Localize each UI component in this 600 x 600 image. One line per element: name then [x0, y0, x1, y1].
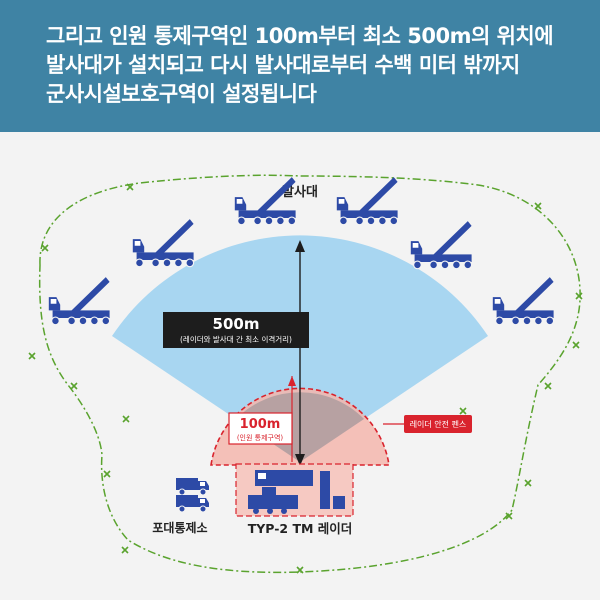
radar-label: TYP-2 TM 레이더 — [248, 521, 353, 536]
launcher-6 — [492, 276, 555, 326]
launcher-3 — [132, 218, 195, 268]
launcher-label: 발사대 — [282, 184, 318, 200]
diagram-canvas: 500m (레이더와 발사대 간 최소 이격거리) 100m (인원 통제구역)… — [28, 174, 583, 574]
distance-100-title: 100m — [240, 417, 281, 432]
arrow-head-bottom — [295, 454, 305, 466]
boundary-markers — [28, 183, 583, 574]
battery-control-trucks — [175, 477, 210, 513]
launcher-5 — [48, 276, 111, 326]
distance-100-box — [228, 412, 293, 445]
launcher-1 — [234, 176, 297, 226]
header-line-1: 그리고 인원 통제구역인 100m부터 최소 500m의 위치에 — [46, 24, 554, 48]
fence-label-box — [404, 415, 472, 433]
header-banner: 그리고 인원 통제구역인 100m부터 최소 500m의 위치에 발사대가 설치… — [0, 0, 600, 132]
fence-label: 레이더 안전 펜스 — [410, 419, 467, 429]
header-line-3: 군사시설보호구역이 설정됩니다 — [46, 82, 317, 106]
distance-500-box — [163, 312, 309, 348]
distance-500-subtitle: (레이더와 발사대 간 최소 이격거리) — [180, 334, 292, 344]
header-line-2: 발사대가 설치되고 다시 발사대로부터 수백 미터 밖까지 — [46, 53, 520, 77]
inner-arrow-top — [288, 376, 296, 386]
header-text: 그리고 인원 통제구역인 100m부터 최소 500m의 위치에 발사대가 설치… — [46, 22, 586, 109]
launcher-2 — [336, 176, 399, 226]
distance-500-title: 500m — [213, 315, 260, 333]
arrow-head-top — [295, 240, 305, 252]
battery-control-label: 포대통제소 — [152, 520, 207, 535]
launcher-4 — [410, 220, 473, 270]
distance-100-subtitle: (인원 통제구역) — [237, 433, 284, 442]
protection-zone-boundary — [38, 174, 581, 574]
radar-equipment — [248, 470, 345, 514]
thaad-layout-diagram: 500m (레이더와 발사대 간 최소 이격거리) 100m (인원 통제구역)… — [0, 132, 600, 600]
